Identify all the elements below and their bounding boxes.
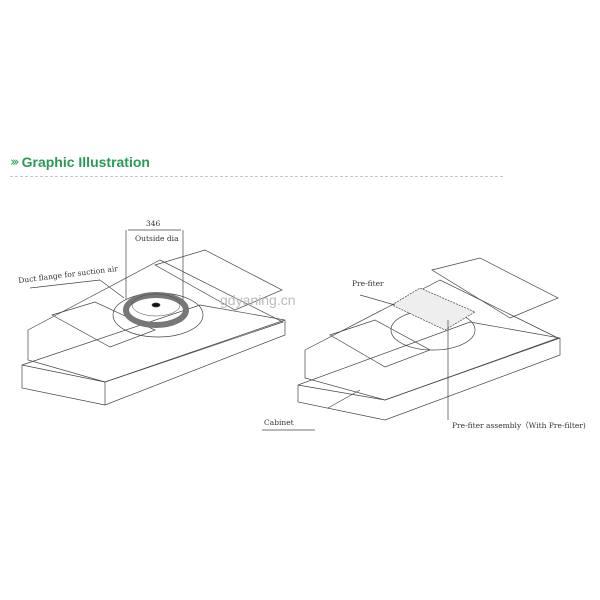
section-header: ››› Graphic Illustration bbox=[10, 154, 150, 170]
section-title: Graphic Illustration bbox=[21, 154, 150, 170]
double-chevron-icon: ››› bbox=[10, 154, 19, 170]
pre-filter-assembly-label: Pre-fiter assembly（With Pre-filter) bbox=[452, 421, 586, 430]
cabinet-label: Cabinet bbox=[264, 418, 294, 427]
watermark: gdyaning.cn bbox=[220, 292, 296, 308]
dimension-label: Outside dia bbox=[135, 234, 179, 243]
divider bbox=[10, 176, 503, 177]
pre-filter-label: Pre-fiter bbox=[352, 279, 384, 288]
left-ffu-unit bbox=[21, 229, 286, 406]
dimension-value: 346 bbox=[146, 219, 161, 228]
right-ffu-unit bbox=[262, 257, 561, 431]
